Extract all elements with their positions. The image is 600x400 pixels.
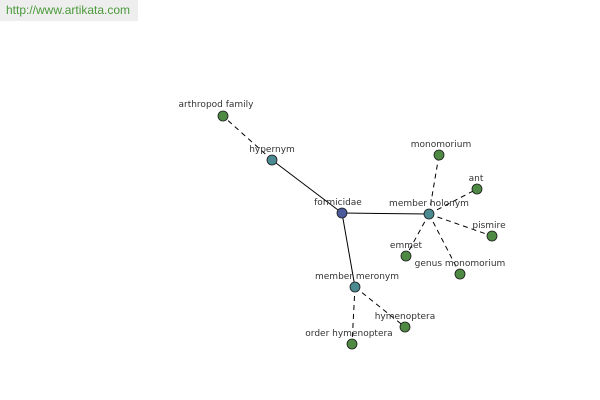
edge-member-holonym-to-ant [428, 188, 478, 215]
edges-layer [222, 115, 493, 345]
edge-member-meronym-to-order-hymenoptera [351, 286, 356, 345]
node-label-formicidae: formicidae [314, 198, 362, 208]
edge-member-holonym-to-monomorium [428, 154, 440, 215]
edge-formicidae-to-member-meronym [341, 212, 356, 288]
node-label-arthropod-family: arthropod family [178, 100, 254, 110]
edge-member-holonym-to-genus-monomorium [428, 213, 461, 275]
node-label-pismire: pismire [472, 221, 506, 231]
node-label-member-holonym: member holonym [389, 199, 469, 209]
labels-layer: formicidae hypernym arthropod family member… [178, 100, 506, 339]
node-hymenoptera[interactable] [399, 321, 411, 333]
node-label-ant: ant [469, 174, 484, 184]
edge-hypernym-to-arthropod-family [222, 115, 273, 161]
edge-member-holonym-to-emmet [405, 213, 430, 257]
node-label-member-meronym: member meronym [315, 272, 399, 282]
node-monomorium[interactable] [433, 149, 445, 161]
node-order-hymenoptera[interactable] [346, 338, 358, 350]
node-member-holonym[interactable] [423, 208, 435, 220]
node-genus-monomorium[interactable] [454, 268, 466, 280]
nodes-layer [217, 110, 498, 350]
node-label-order-hymenoptera: order hymenoptera [305, 329, 392, 339]
node-label-genus-monomorium: genus monomorium [415, 259, 506, 269]
node-label-monomorium: monomorium [411, 140, 471, 150]
edge-member-meronym-to-hymenoptera [354, 286, 406, 328]
edge-formicidae-to-member-holonym [341, 212, 430, 215]
edge-member-holonym-to-pismire [428, 213, 493, 237]
node-pismire[interactable] [486, 230, 498, 242]
node-ant[interactable] [471, 183, 483, 195]
node-label-hypernym: hypernym [249, 145, 295, 155]
node-label-emmet: emmet [390, 241, 423, 251]
edge-formicidae-to-hypernym [271, 159, 343, 214]
node-label-hymenoptera: hymenoptera [375, 312, 436, 322]
node-emmet[interactable] [400, 250, 412, 262]
node-arthropod-family[interactable] [217, 110, 229, 122]
node-hypernym[interactable] [266, 154, 278, 166]
site-url-label[interactable]: http://www.artikata.com [0, 0, 138, 21]
node-member-meronym[interactable] [349, 281, 361, 293]
node-formicidae[interactable] [336, 207, 348, 219]
